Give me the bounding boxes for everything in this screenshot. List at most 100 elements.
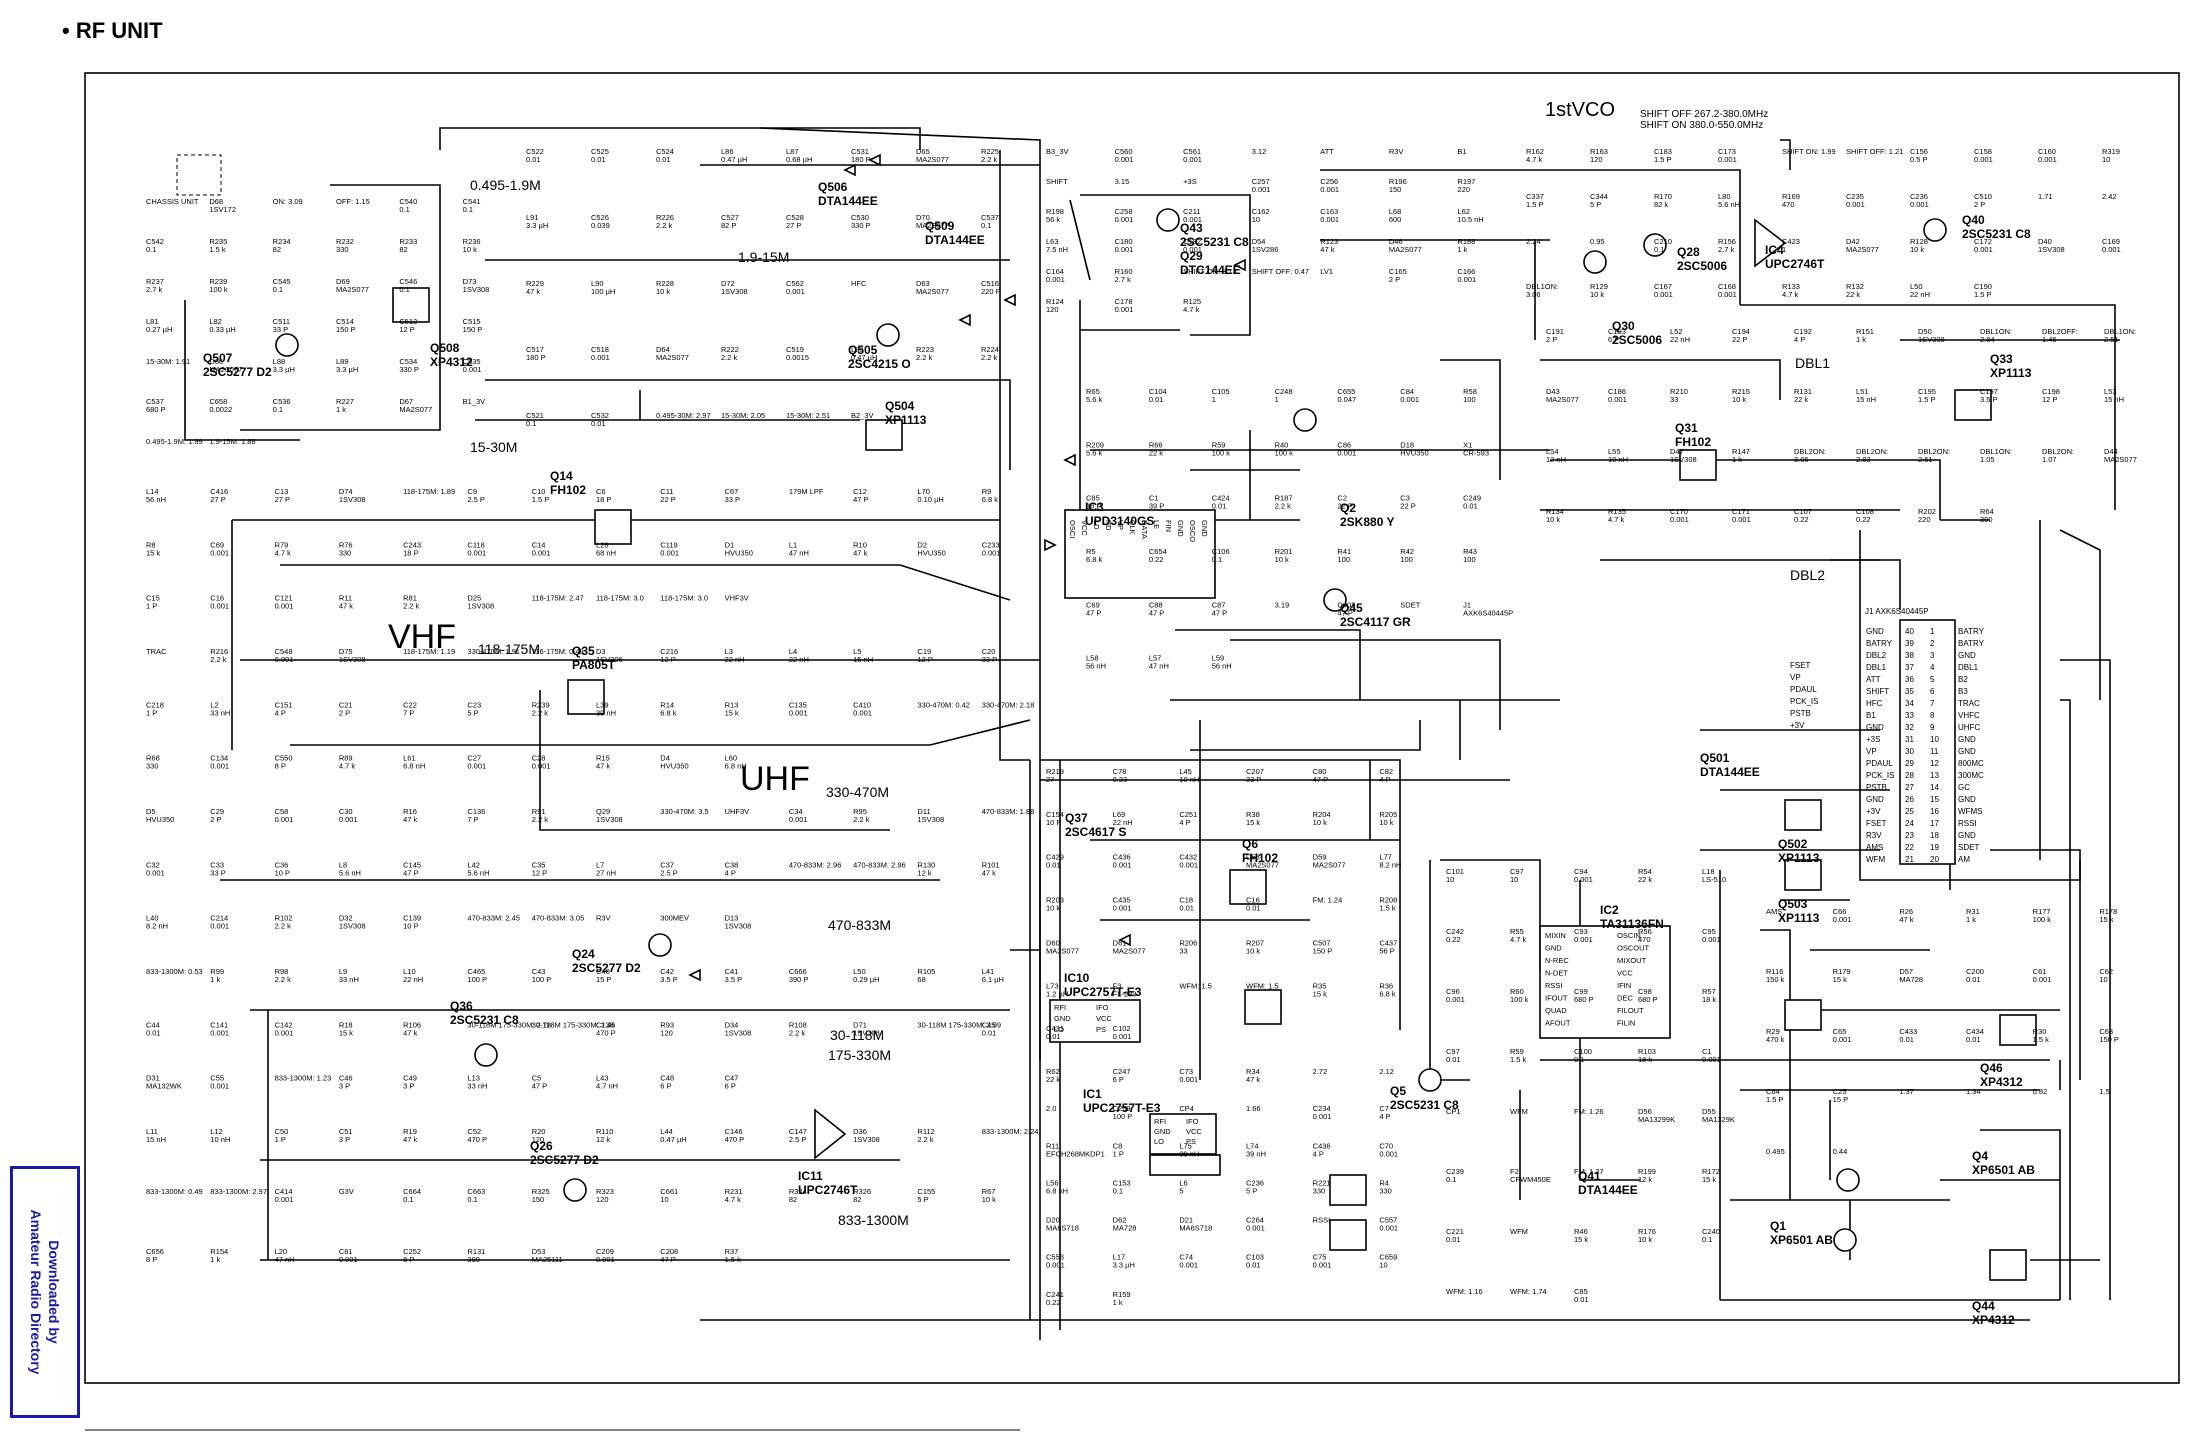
- connector-pin-number: 26: [1905, 795, 1914, 804]
- component-ref: C198: [2042, 387, 2060, 396]
- component-ref: R239: [209, 277, 227, 286]
- component-ref: R43: [1463, 547, 1477, 556]
- component-ref: L89: [336, 357, 349, 366]
- component-ref: L57: [1149, 654, 1162, 663]
- component-ref: R79: [275, 540, 289, 549]
- ic2-pin-label: N-DET: [1545, 969, 1568, 978]
- component-value: 0.1: [1654, 245, 1664, 254]
- component-ref: R219: [1046, 767, 1064, 776]
- component-ref: R132: [1846, 282, 1864, 291]
- component-ref: C258: [1115, 207, 1133, 216]
- component-ref: C194: [1732, 327, 1750, 336]
- component-ref: R207: [1246, 938, 1264, 947]
- component-value: 3.5 P: [725, 975, 743, 984]
- component-value: 100: [1463, 555, 1476, 564]
- net-label: 2.12: [1379, 1067, 1394, 1076]
- part-value: XP1113: [885, 413, 927, 427]
- component-ref: C241: [1046, 1290, 1064, 1299]
- component-ref: C234: [1313, 1104, 1331, 1113]
- component-value: 4 P: [275, 708, 286, 717]
- connector-net-label: +3V: [1790, 721, 1805, 730]
- component-value: 0.01: [1246, 1261, 1261, 1270]
- component-ref: C108: [1856, 507, 1874, 516]
- component-ref: C166: [1457, 267, 1475, 276]
- part-ref: IC10: [1064, 971, 1090, 985]
- component-value: 12 nH: [1546, 455, 1566, 464]
- band-label: VHF: [388, 618, 456, 656]
- component-ref: C160: [2038, 147, 2056, 156]
- component-value: 0.001: [1320, 215, 1339, 224]
- component-value: 0.001: [210, 922, 229, 931]
- component-value: 47 P: [403, 868, 418, 877]
- component-ref: R216: [210, 647, 228, 656]
- component-value: 47 P: [660, 1255, 675, 1264]
- component-ref: C44: [146, 1020, 160, 1029]
- part-ref: Q1: [1770, 1219, 1786, 1233]
- connector-pin-signal: +3S: [1866, 735, 1880, 744]
- component-ref: C135: [789, 700, 807, 709]
- component-value: 10: [1510, 875, 1518, 884]
- component-value: 0.001: [1320, 185, 1339, 194]
- component-ref: L3: [725, 647, 733, 656]
- component-value: 82 P: [721, 221, 736, 230]
- component-ref: C168: [1718, 282, 1736, 291]
- connector-pin-number: 13: [1930, 771, 1939, 780]
- component-ref: C101: [1446, 867, 1464, 876]
- component-value: 15 k: [146, 548, 160, 557]
- component-ref: C248: [1275, 387, 1293, 396]
- part-ref: Q2: [1340, 501, 1356, 515]
- component-value: 2.5 P: [467, 495, 485, 504]
- component-ref: R62: [1046, 1067, 1060, 1076]
- component-value: 4 P: [1179, 818, 1190, 827]
- component-value: 6.1 µH: [982, 975, 1004, 984]
- part-ref: Q30: [1612, 319, 1635, 333]
- component-ref: C58: [275, 807, 289, 816]
- component-ref: C512: [399, 317, 417, 326]
- component-ref: R151: [1856, 327, 1874, 336]
- component-ref: R206: [1179, 938, 1197, 947]
- component-value: 82: [789, 1195, 797, 1204]
- component-ref: R163: [1590, 147, 1608, 156]
- component-value: 0.001: [1457, 275, 1476, 284]
- component-ref: L86: [721, 147, 734, 156]
- net-label: 1.66: [1246, 1104, 1261, 1113]
- component-value: 0.001: [275, 602, 294, 611]
- component-ref: R178: [2099, 907, 2117, 916]
- component-value: LS-510: [1702, 875, 1726, 884]
- component-ref: R11: [339, 594, 352, 603]
- net-label: 833-1300M: 0.49: [146, 1187, 203, 1196]
- net-label: LV1: [1320, 267, 1333, 276]
- component-value: 10 k: [1046, 904, 1060, 913]
- band-label: 833-1300M: [838, 1212, 909, 1228]
- component-ref: C147: [789, 1127, 807, 1136]
- part-value: DTA144EE: [925, 233, 985, 247]
- component-value: MA728: [1113, 1224, 1137, 1233]
- component-ref: C216: [660, 647, 678, 656]
- component-ref: R36: [1379, 981, 1393, 990]
- wiring: [184, 127, 2120, 1340]
- component-value: 390: [1980, 515, 1993, 524]
- net-label: 1.37: [1899, 1087, 1914, 1096]
- component-value: 0.01: [1179, 904, 1194, 913]
- component-value: 0.22: [1446, 935, 1461, 944]
- component-value: 15 nH: [1856, 395, 1876, 404]
- component-ref: C664: [403, 1187, 421, 1196]
- part-value: 2SC5006: [1612, 333, 1662, 347]
- net-label: 2.24: [1526, 237, 1541, 246]
- component-ref: R13: [725, 700, 739, 709]
- component-ref: C414: [275, 1187, 293, 1196]
- component-ref: C208: [660, 1247, 678, 1256]
- net-label: 118-175M: 3.0: [596, 594, 644, 603]
- component-ref: R231: [725, 1187, 743, 1196]
- component-ref: DBL2ON:: [1794, 447, 1826, 456]
- component-value: 680 P: [1638, 995, 1658, 1004]
- component-value: 0.001: [1046, 1261, 1065, 1270]
- component-value: 7 P: [467, 815, 478, 824]
- component-ref: R228: [656, 279, 674, 288]
- component-ref: R130: [917, 860, 935, 869]
- component-value: 15 nH: [146, 1135, 166, 1144]
- component-ref: C46: [339, 1074, 353, 1083]
- component-ref: C139: [403, 914, 421, 923]
- component-value: 47 P: [1212, 608, 1227, 617]
- component-value: 470 k: [1766, 1035, 1785, 1044]
